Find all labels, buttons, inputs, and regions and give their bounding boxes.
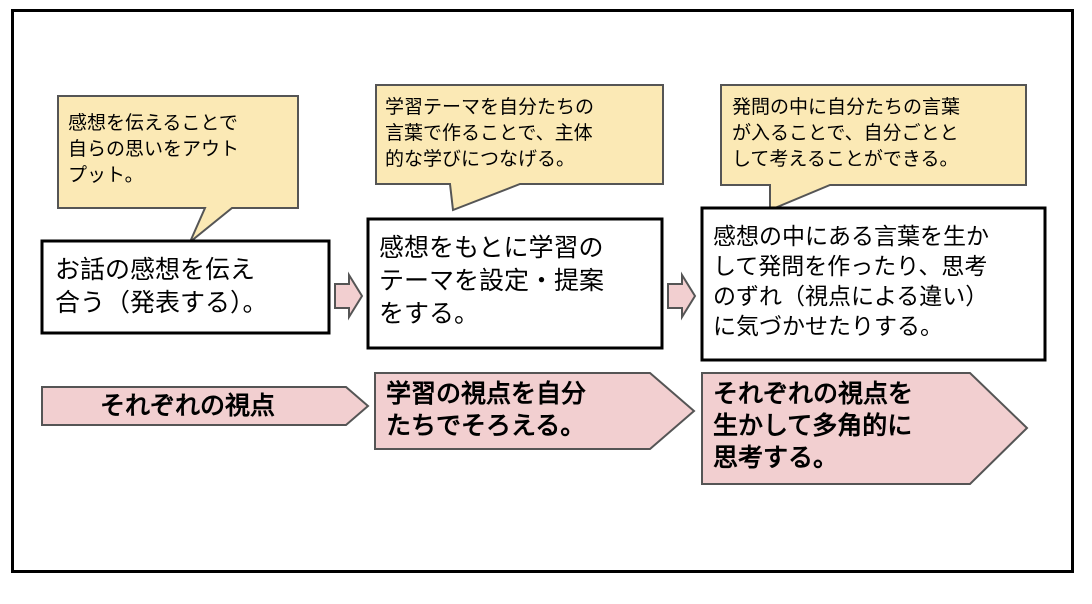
callout-text-2: 学習テーマを自分たちの 言葉で作ることで、主体 的な学びにつなげる。 (385, 94, 594, 172)
step-line: テーマを設定・提案 (379, 266, 605, 295)
callout-line: 自らの思いをアウト (68, 138, 240, 160)
step-line: のずれ（視点による違い） (713, 284, 989, 310)
callout-line: 発問の中に自分たちの言葉 (732, 96, 961, 118)
callout-line: プット。 (68, 164, 144, 186)
viewpoint-line: 学習の視点を自分 (386, 379, 587, 408)
right-arrow-icon (667, 271, 697, 321)
callout-line: して考えることができる。 (732, 148, 959, 170)
callout-line: が入ることで、自分ごとと (732, 122, 959, 144)
viewpoint-arrow-3 (701, 372, 1029, 485)
step-box-3 (700, 206, 1047, 362)
step-line: 感想の中にある言葉を生か (713, 224, 989, 250)
step-line: をする。 (379, 299, 480, 328)
step-box-2 (366, 217, 664, 350)
viewpoint-text-1: それぞれの視点 (100, 390, 275, 422)
viewpoint-line: 思考する。 (713, 443, 839, 472)
right-arrow-icon (334, 271, 364, 321)
viewpoint-line: たちでそろえる。 (386, 411, 586, 440)
step-line: に気づかせたりする。 (713, 314, 943, 340)
callout-line: 学習テーマを自分たちの (385, 96, 595, 118)
viewpoint-text-2: 学習の視点を自分 たちでそろえる。 (386, 378, 586, 442)
viewpoint-text-3: それぞれの視点を 生かして多角的に 思考する。 (713, 378, 913, 474)
step-text-3: 感想の中にある言葉を生か して発問を作ったり、思考 のずれ（視点による違い） に… (713, 222, 989, 342)
viewpoint-line: 生かして多角的に (713, 411, 913, 440)
callout-bubble-2 (375, 84, 664, 212)
step-text-2: 感想をもとに学習の テーマを設定・提案 をする。 (379, 231, 604, 330)
callout-text-1: 感想を伝えることで 自らの思いをアウト プット。 (68, 110, 239, 188)
step-text-1: お話の感想を伝え 合う（発表する）。 (55, 253, 268, 319)
viewpoint-arrow-1 (41, 386, 370, 426)
step-line: して発問を作ったり、思考 (713, 254, 988, 280)
step-box-1 (40, 239, 331, 335)
step-line: 合う（発表する）。 (55, 288, 268, 317)
callout-bubble-1 (57, 95, 299, 243)
callout-bubble-3 (720, 84, 1027, 212)
step-line: 感想をもとに学習の (379, 233, 604, 262)
callout-line: 言葉で作ることで、主体 (385, 122, 593, 144)
callout-text-3: 発問の中に自分たちの言葉 が入ることで、自分ごとと して考えることができる。 (732, 94, 960, 172)
viewpoint-line: それぞれの視点を (713, 379, 914, 408)
step-line: お話の感想を伝え (55, 255, 256, 284)
viewpoint-arrow-2 (374, 372, 696, 450)
callout-line: 感想を伝えることで (68, 112, 238, 134)
viewpoint-line: それぞれの視点 (100, 391, 276, 420)
callout-line: 的な学びにつなげる。 (385, 148, 576, 170)
